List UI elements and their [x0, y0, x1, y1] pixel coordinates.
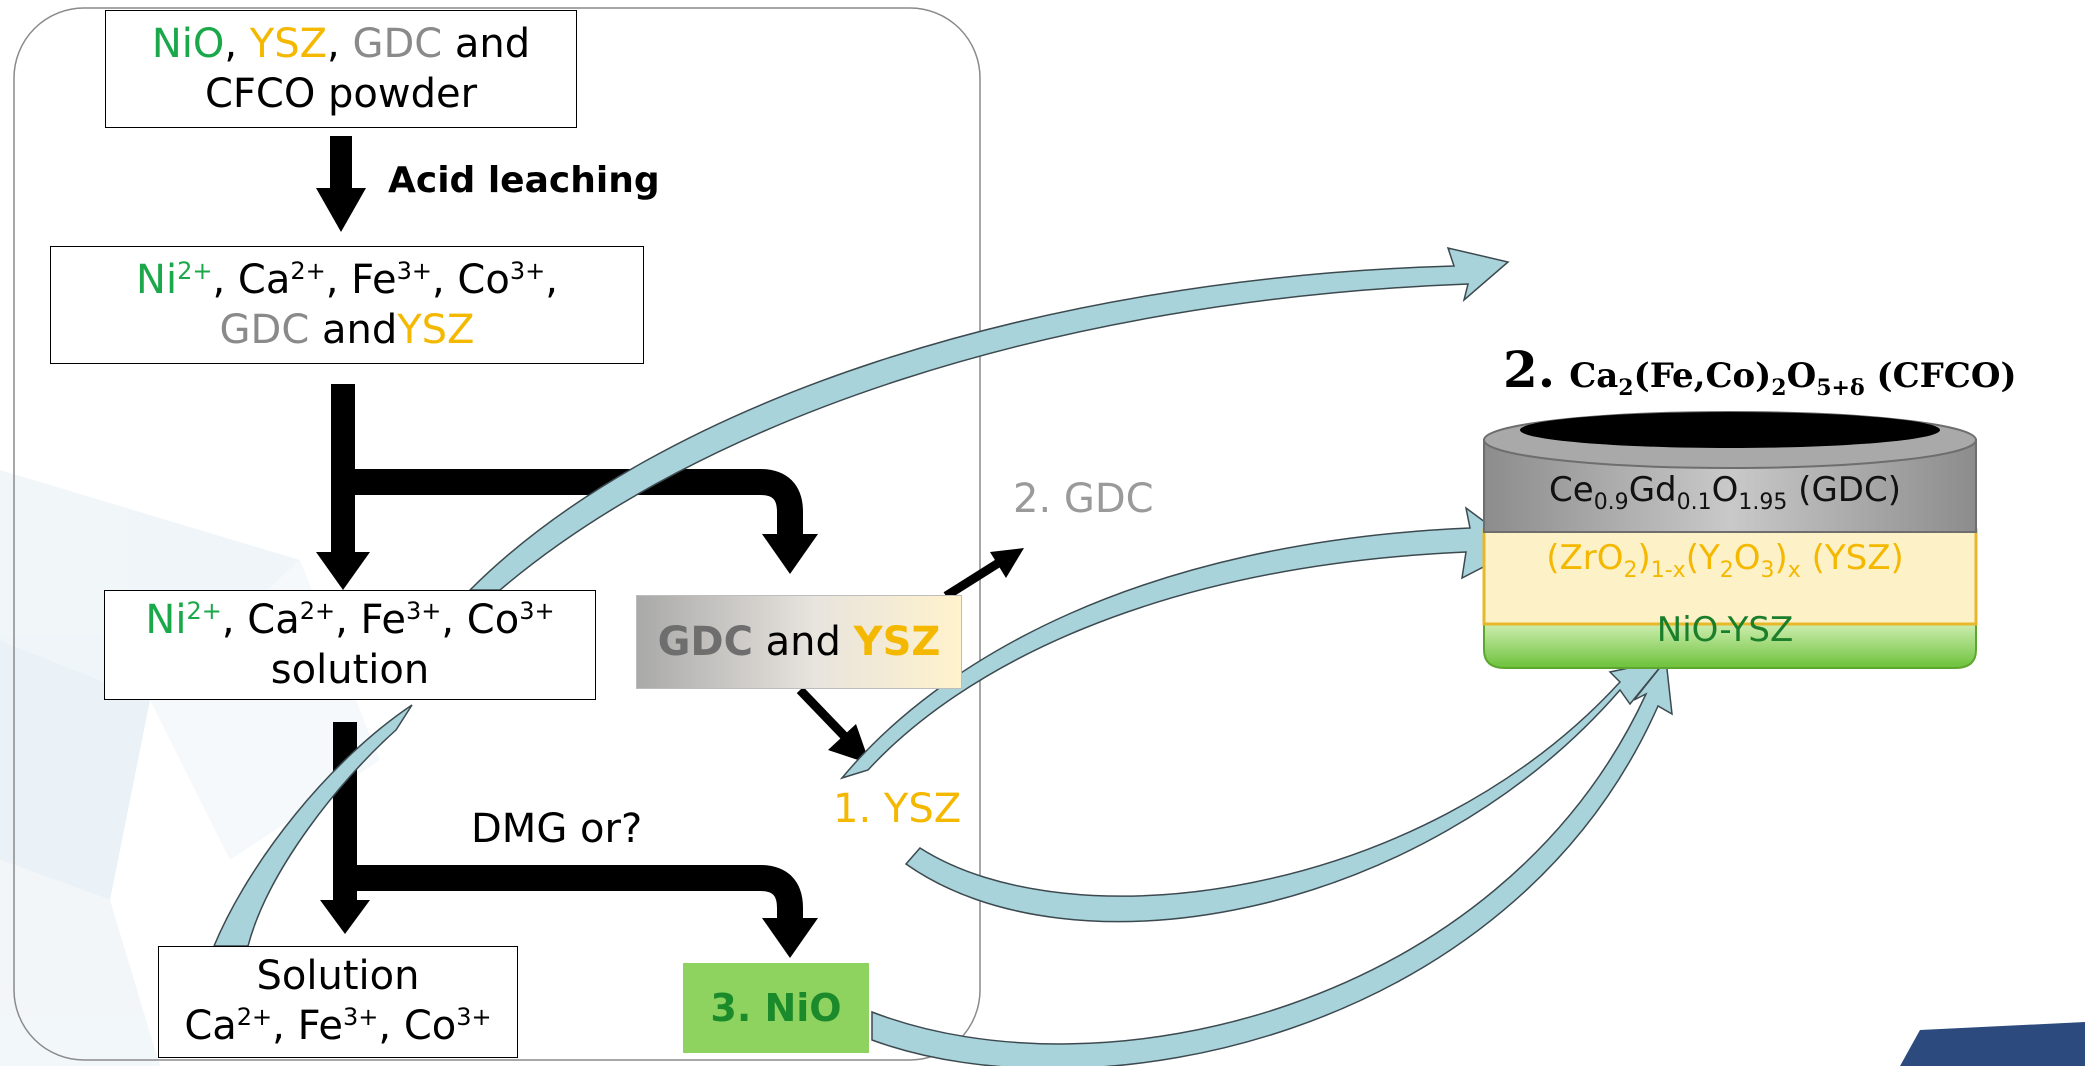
solution-box: Ni2+, Ca2+, Fe3+, Co3+ solution: [104, 590, 596, 700]
final-solution-box: Solution Ca2+, Fe3+, Co3+: [158, 946, 518, 1058]
cfco-top-layer: [1520, 412, 1940, 448]
cfco-title: 2.Ca2(Fe,Co)2O5+δ (CFCO): [1503, 340, 2017, 401]
gdc-output-label: 2. GDC: [1013, 476, 1154, 522]
powder-box: NiO, YSZ, GDC and CFCO powder: [105, 10, 577, 128]
ysz-text: YSZ: [249, 21, 328, 67]
acid-leaching-label: Acid leaching: [388, 160, 660, 201]
powder-line2: CFCO powder: [204, 71, 478, 117]
cell-stack: [1482, 411, 1978, 669]
gdc-ysz-residue-box: GDC and YSZ: [636, 595, 962, 689]
gdc-text: GDC: [352, 21, 443, 67]
corner-logo-shape: [1900, 1022, 2085, 1066]
nio-layer-label: NiO-YSZ: [1656, 610, 1794, 650]
nio-product-box: 3. NiO: [683, 963, 869, 1053]
ysz-layer-label: (ZrO2)1-x(Y2O3)x (YSZ): [1546, 538, 1904, 583]
process-container: [13, 7, 981, 1061]
gdc-layer-label: Ce0.9Gd0.1O1.95 (GDC): [1549, 470, 1901, 515]
dmg-label: DMG or?: [471, 806, 643, 852]
leached-box: Ni2+, Ca2+, Fe3+, Co3+, GDC andYSZ: [50, 246, 644, 364]
ysz-output-label: 1. YSZ: [833, 786, 962, 832]
nio-text: NiO: [151, 21, 225, 67]
